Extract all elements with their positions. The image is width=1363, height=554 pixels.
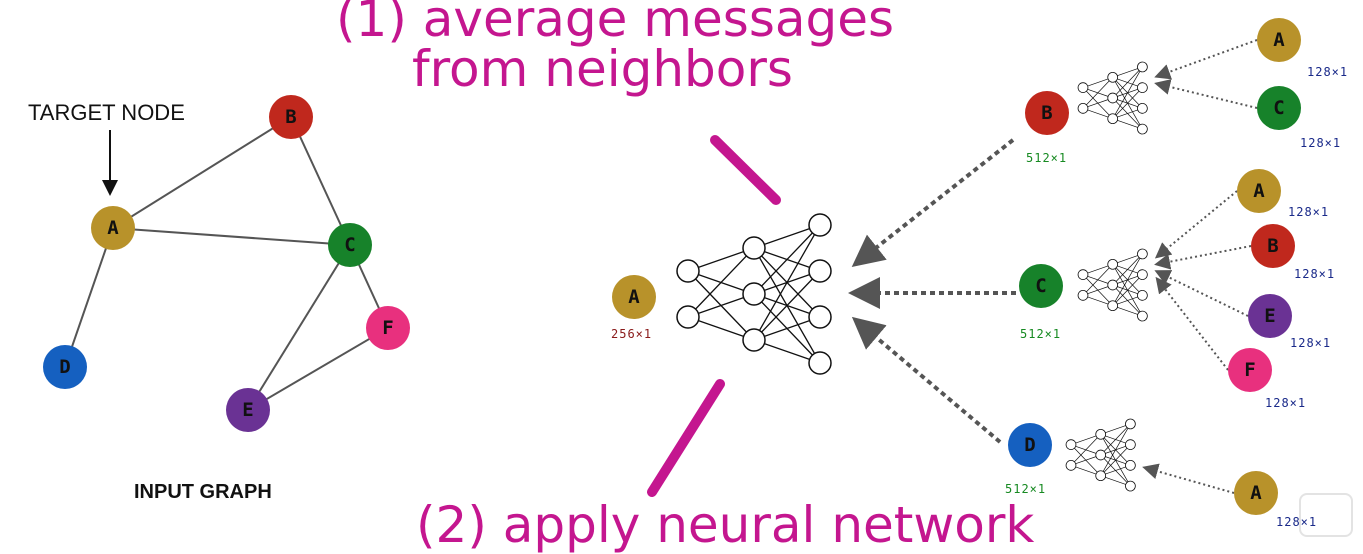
dim-leaf-A-of-D: 128×1 — [1276, 515, 1318, 529]
edge-C-E — [247, 244, 351, 411]
leaf-node-A-of-C: A — [1237, 169, 1281, 213]
main-neural-network — [676, 213, 832, 375]
edge-B-C — [290, 116, 351, 246]
leaf-node-A-of-B: A — [1257, 18, 1301, 62]
target-node-label: TARGET NODE — [28, 100, 185, 125]
edge-A-C — [112, 227, 351, 246]
leaf-node-F-of-C-label: F — [1244, 359, 1255, 381]
leaf-node-A-of-C-label: A — [1253, 180, 1265, 202]
input-node-F-label: F — [382, 317, 393, 339]
leaf-node-E-of-C-label: E — [1264, 305, 1275, 327]
dim-root-A: 256×1 — [611, 327, 653, 341]
leaf-node-A-of-D-label: A — [1250, 482, 1262, 504]
level1-node-C-label: C — [1035, 275, 1046, 297]
computation-nodes: A B A C C A B E F D A — [612, 18, 1301, 515]
caption-average-messages: (1) average messages — [336, 0, 895, 48]
input-node-E: E — [226, 388, 270, 432]
input-node-E-label: E — [242, 399, 253, 421]
neural-networks — [676, 61, 1148, 492]
input-node-B-label: B — [285, 106, 296, 128]
edge-A-B — [112, 116, 292, 229]
root-node-A-label: A — [628, 286, 640, 308]
input-node-A: A — [91, 206, 135, 250]
dim-leaf-E-of-C: 128×1 — [1290, 336, 1332, 350]
dim-level1-B: 512×1 — [1026, 151, 1068, 165]
arrow-B-to-net — [851, 138, 1015, 267]
level1-node-B: B — [1025, 91, 1069, 135]
dim-leaf-B-of-C: 128×1 — [1294, 267, 1336, 281]
neural-network-B — [1077, 61, 1148, 135]
leaf-node-F-of-C: F — [1228, 348, 1272, 392]
dim-level1-C: 512×1 — [1020, 327, 1062, 341]
level1-node-B-label: B — [1041, 102, 1052, 124]
level1-node-D: D — [1008, 423, 1052, 467]
dim-leaf-C-of-B: 128×1 — [1300, 136, 1342, 150]
dim-leaf-A-of-B: 128×1 — [1307, 65, 1349, 79]
arrow-A-to-B — [1154, 39, 1258, 80]
input-graph-title: INPUT GRAPH — [134, 481, 272, 503]
leaf-node-A-of-D: A — [1234, 471, 1278, 515]
leaf-node-B-of-C: B — [1251, 224, 1295, 268]
watermark-logo — [1299, 493, 1353, 537]
input-node-A-label: A — [107, 217, 119, 239]
input-node-D: D — [43, 345, 87, 389]
neural-network-D — [1065, 418, 1136, 492]
arrow-D-to-net — [851, 316, 1002, 444]
input-node-D-label: D — [59, 356, 70, 378]
arrow-F-to-C — [1155, 276, 1229, 371]
leaf-node-B-of-C-label: B — [1267, 235, 1278, 257]
edge-E-F — [247, 327, 389, 411]
computation-edges — [848, 39, 1258, 494]
dim-level1-D: 512×1 — [1005, 482, 1047, 496]
leaf-node-C-of-B-label: C — [1273, 97, 1284, 119]
caption-from-neighbors: from neighbors — [412, 40, 793, 98]
leaf-node-A-of-B-label: A — [1273, 29, 1285, 51]
input-graph-nodes: A B C D E F — [43, 95, 410, 432]
caption-apply-neural-network: (2) apply neural network — [416, 496, 1035, 554]
pink-stroke-bottom — [647, 379, 725, 497]
dim-leaf-A-of-C: 128×1 — [1288, 205, 1330, 219]
diagram-canvas: A B C D E F A B A C C A B E F D A — [43, 18, 1301, 515]
dim-leaf-F-of-C: 128×1 — [1265, 396, 1307, 410]
arrow-B-to-C — [1154, 245, 1252, 270]
input-graph-edges — [64, 116, 389, 411]
input-node-C-label: C — [344, 234, 355, 256]
level1-node-D-label: D — [1024, 434, 1035, 456]
arrow-A-to-D — [1142, 463, 1235, 494]
arrow-C-to-B — [1154, 79, 1258, 109]
arrow-A-to-C — [1154, 190, 1238, 259]
input-node-B: B — [269, 95, 313, 139]
input-node-F: F — [366, 306, 410, 350]
neural-network-C — [1077, 248, 1148, 322]
edge-A-D — [64, 227, 114, 368]
leaf-node-C-of-B: C — [1257, 86, 1301, 130]
arrow-E-to-C — [1154, 270, 1249, 317]
root-node-A: A — [612, 275, 656, 319]
input-node-C: C — [328, 223, 372, 267]
leaf-node-E-of-C: E — [1248, 294, 1292, 338]
pink-stroke-top — [710, 135, 781, 205]
level1-node-C: C — [1019, 264, 1063, 308]
